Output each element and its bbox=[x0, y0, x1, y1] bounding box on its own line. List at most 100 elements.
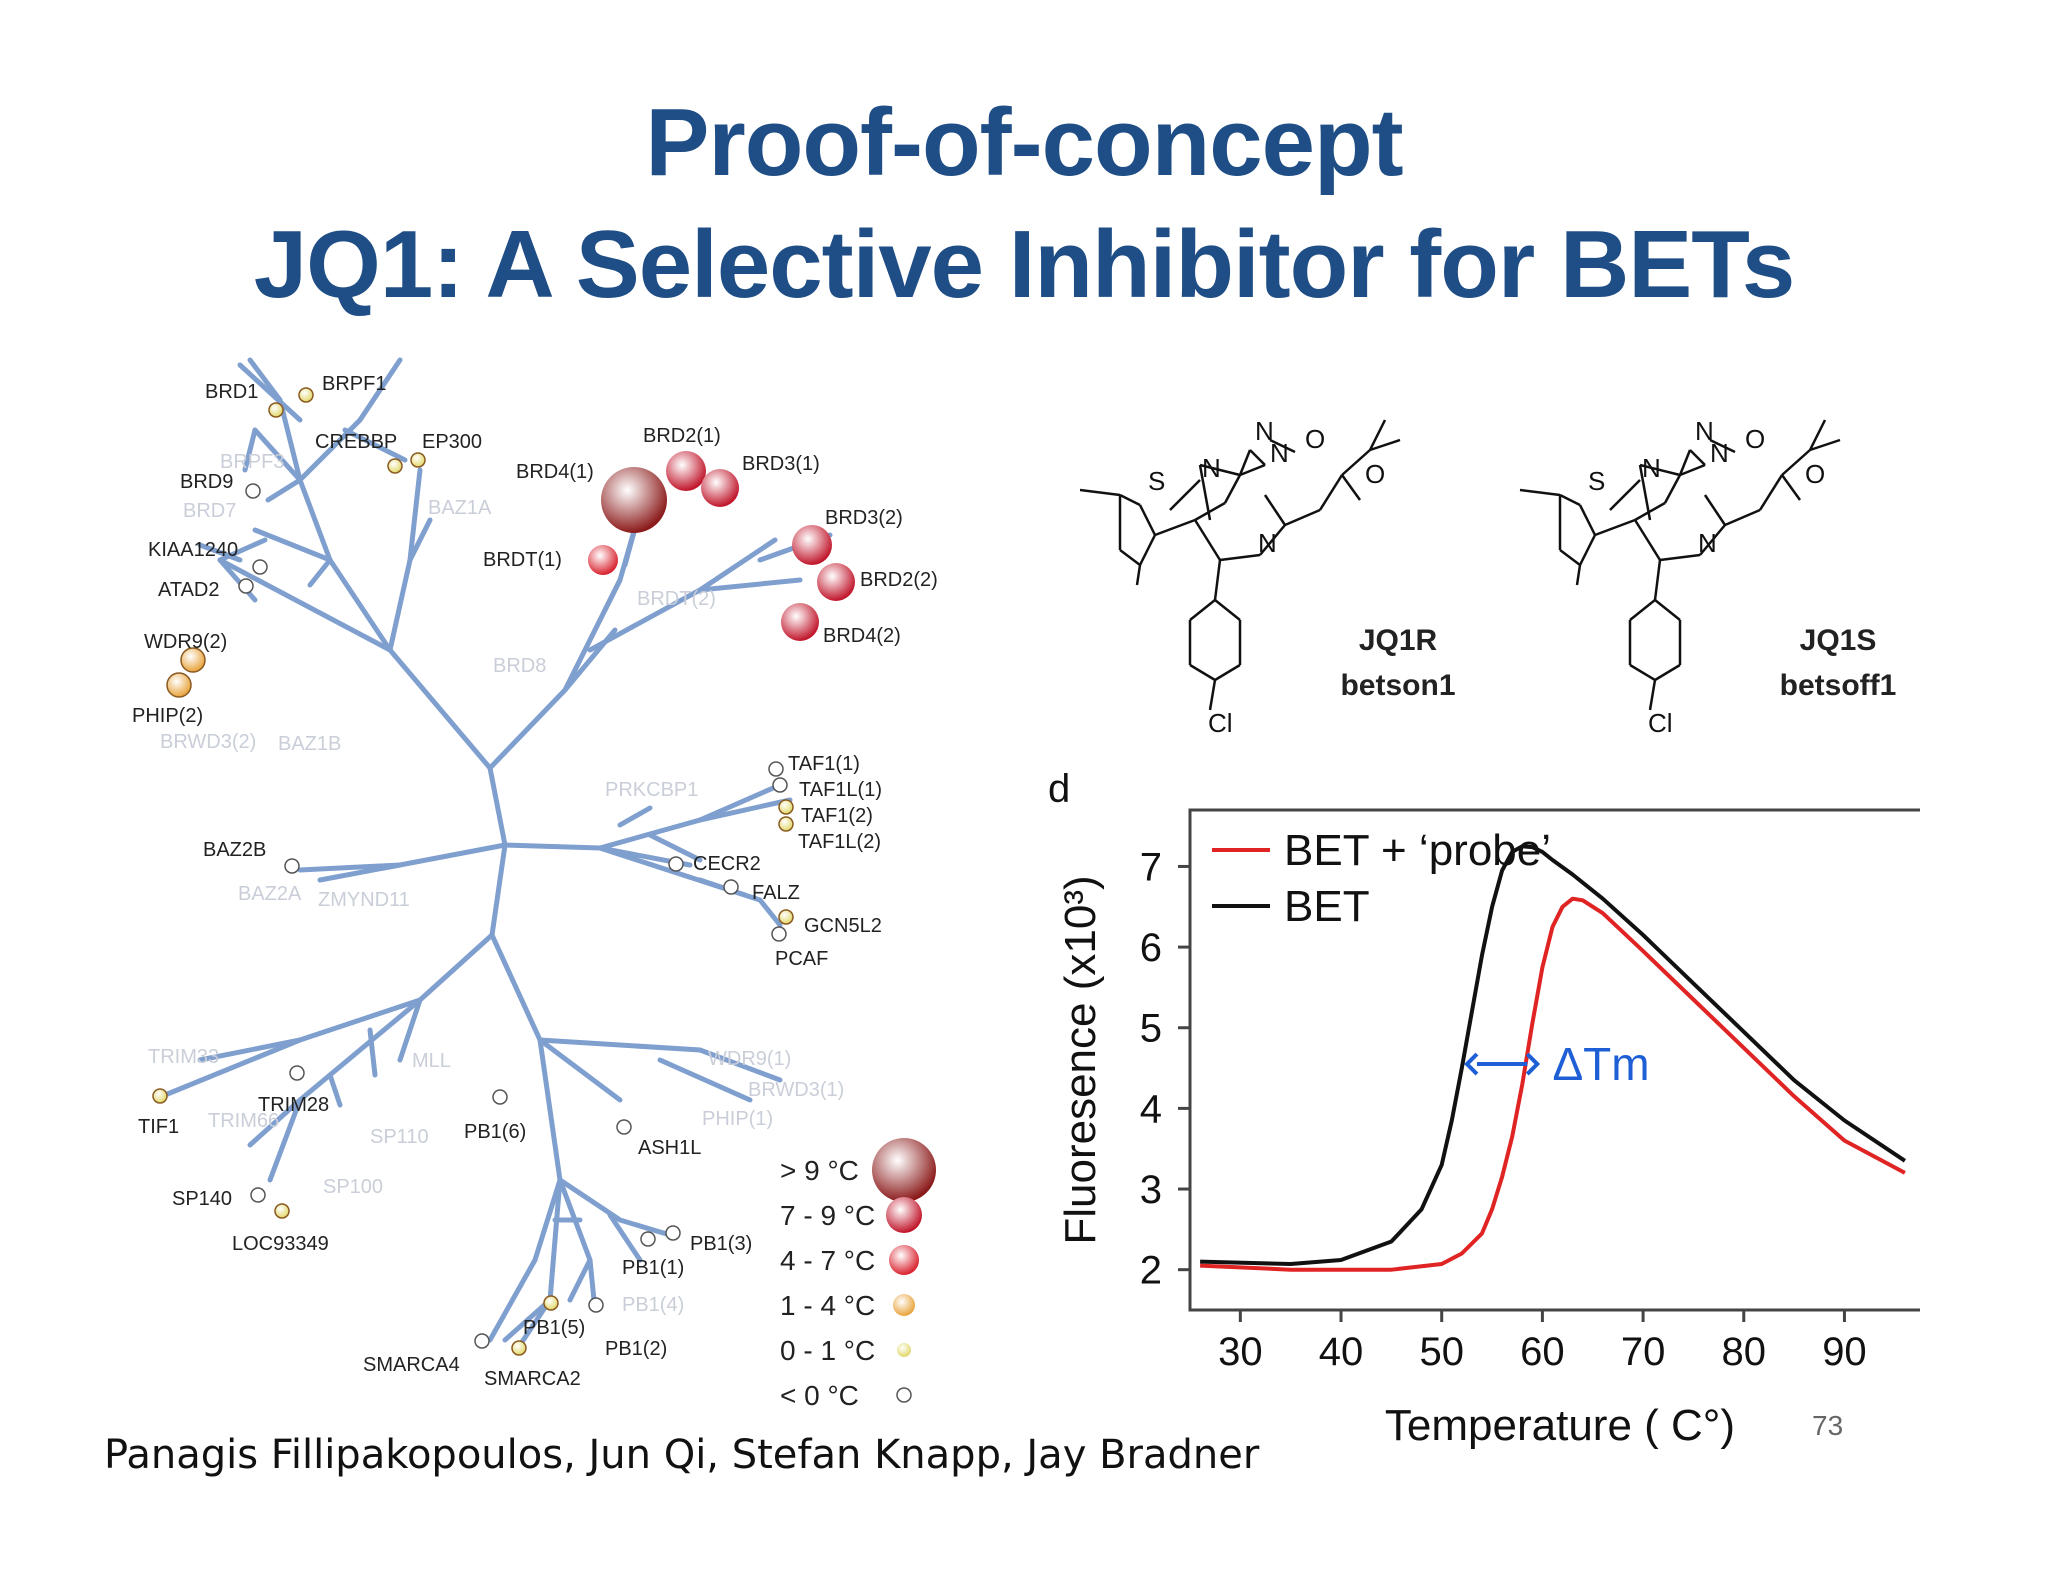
atom-label: N bbox=[1258, 528, 1277, 558]
tree-label: TRIM66 bbox=[208, 1110, 279, 1132]
tree-label: MLL bbox=[412, 1050, 451, 1072]
tree-node bbox=[778, 909, 794, 925]
tree-label: GCN5L2 bbox=[804, 915, 882, 937]
tree-label: SMARCA2 bbox=[484, 1368, 581, 1390]
legend-swatch bbox=[872, 1138, 936, 1202]
plot-frame bbox=[1188, 808, 1920, 1312]
tree-label: BRD4(1) bbox=[516, 461, 594, 483]
tree-label: BRD8 bbox=[493, 655, 546, 677]
tree-node bbox=[298, 387, 314, 403]
atom-label: N bbox=[1695, 416, 1714, 446]
series-line bbox=[1200, 844, 1907, 1266]
tree-node bbox=[166, 672, 192, 698]
tree-label: BRD3(1) bbox=[742, 453, 820, 475]
atom-label: N bbox=[1698, 528, 1717, 558]
tree-node bbox=[772, 777, 788, 793]
y-tick-label: 4 bbox=[1140, 1087, 1162, 1131]
y-tick-label: 5 bbox=[1140, 1007, 1162, 1051]
tree-branches bbox=[162, 357, 833, 1348]
tree-node bbox=[588, 545, 618, 575]
tree-label: PRKCBP1 bbox=[605, 779, 698, 801]
legend-swatch bbox=[889, 1245, 919, 1275]
tree-node bbox=[768, 761, 784, 777]
x-tick-label: 60 bbox=[1520, 1330, 1565, 1374]
legend-label: 7 - 9 °C bbox=[780, 1200, 875, 1231]
molecule-subname: betson1 bbox=[1340, 669, 1455, 702]
tree-node bbox=[410, 452, 426, 468]
tree-node bbox=[245, 483, 261, 499]
tree-label: BRD2(2) bbox=[860, 569, 938, 591]
tree-node bbox=[640, 1231, 656, 1247]
atom-label: Cl bbox=[1648, 708, 1673, 738]
tree-label: PB1(1) bbox=[622, 1257, 684, 1279]
tree-label: BAZ1A bbox=[428, 497, 492, 519]
y-tick-label: 3 bbox=[1140, 1168, 1162, 1212]
tree-label: FALZ bbox=[752, 882, 800, 904]
tree-label: LOC93349 bbox=[232, 1233, 329, 1255]
panel-label: d bbox=[1048, 767, 1070, 811]
y-tick-label: 6 bbox=[1140, 926, 1162, 970]
atom-label: N bbox=[1710, 438, 1729, 468]
tree-node bbox=[474, 1333, 490, 1349]
tree-label: PB1(6) bbox=[464, 1121, 526, 1143]
tree-label: SMARCA4 bbox=[363, 1354, 460, 1376]
atom-label: N bbox=[1202, 453, 1221, 483]
tree-node bbox=[238, 578, 254, 594]
tree-label: SP100 bbox=[323, 1176, 383, 1198]
molecule-subname: betsoff1 bbox=[1780, 669, 1897, 702]
tree-label: BRPF1 bbox=[322, 373, 386, 395]
tree-node bbox=[511, 1340, 527, 1356]
tree-label: TRIM28 bbox=[258, 1094, 329, 1116]
x-tick-label: 80 bbox=[1722, 1330, 1767, 1374]
atom-label: O bbox=[1745, 424, 1765, 454]
tree-label: TAF1(2) bbox=[801, 805, 873, 827]
tree-label: PHIP(2) bbox=[132, 705, 203, 727]
legend-swatch bbox=[896, 1387, 912, 1403]
tree-label: PB1(5) bbox=[523, 1317, 585, 1339]
y-tick-label: 2 bbox=[1140, 1249, 1162, 1293]
atom-label: N bbox=[1255, 416, 1274, 446]
tree-label: TIF1 bbox=[138, 1116, 179, 1138]
legend-swatch bbox=[893, 1294, 915, 1316]
legend-label: > 9 °C bbox=[780, 1155, 859, 1186]
legend-label: 1 - 4 °C bbox=[780, 1290, 875, 1321]
tree-label: BRD3(2) bbox=[825, 507, 903, 529]
tree-node bbox=[387, 458, 403, 474]
atom-label: S bbox=[1588, 466, 1605, 496]
tree-node bbox=[274, 1203, 290, 1219]
tree-label: BRD7 bbox=[183, 500, 236, 522]
tree-label: TAF1L(1) bbox=[799, 779, 882, 801]
legend-label: 4 - 7 °C bbox=[780, 1245, 875, 1276]
x-tick-label: 50 bbox=[1419, 1330, 1464, 1374]
x-tick-label: 90 bbox=[1822, 1330, 1867, 1374]
atom-label: O bbox=[1365, 459, 1385, 489]
legend-swatch bbox=[886, 1197, 922, 1233]
tree-node bbox=[666, 451, 706, 491]
legend-swatch bbox=[897, 1343, 911, 1357]
slide-title-line2: JQ1: A Selective Inhibitor for BETs bbox=[253, 211, 1795, 318]
tree-label: SP110 bbox=[370, 1126, 429, 1148]
tree-node bbox=[778, 816, 794, 832]
tree-label: ZMYND11 bbox=[318, 889, 410, 911]
tree-node bbox=[284, 858, 300, 874]
tree-label: WDR9(1) bbox=[708, 1048, 791, 1070]
tree-label: BRWD3(2) bbox=[160, 731, 256, 753]
legend-label: 0 - 1 °C bbox=[780, 1335, 875, 1366]
slide-number: 73 bbox=[1812, 1410, 1844, 1441]
tree-label: SP140 bbox=[172, 1188, 232, 1210]
tree-label: PB1(2) bbox=[605, 1338, 667, 1360]
tree-node bbox=[250, 1187, 266, 1203]
tree-label: CREBBP bbox=[315, 431, 397, 453]
tree-node bbox=[668, 856, 684, 872]
molecule-name: JQ1S bbox=[1800, 624, 1877, 657]
tree-node bbox=[492, 1089, 508, 1105]
delta-tm-label: ΔTm bbox=[1552, 1038, 1649, 1090]
tree-label: BAZ2B bbox=[203, 839, 266, 861]
molecule-name: JQ1R bbox=[1359, 624, 1438, 657]
y-tick-label: 7 bbox=[1140, 845, 1162, 889]
x-tick-label: 40 bbox=[1319, 1330, 1364, 1374]
